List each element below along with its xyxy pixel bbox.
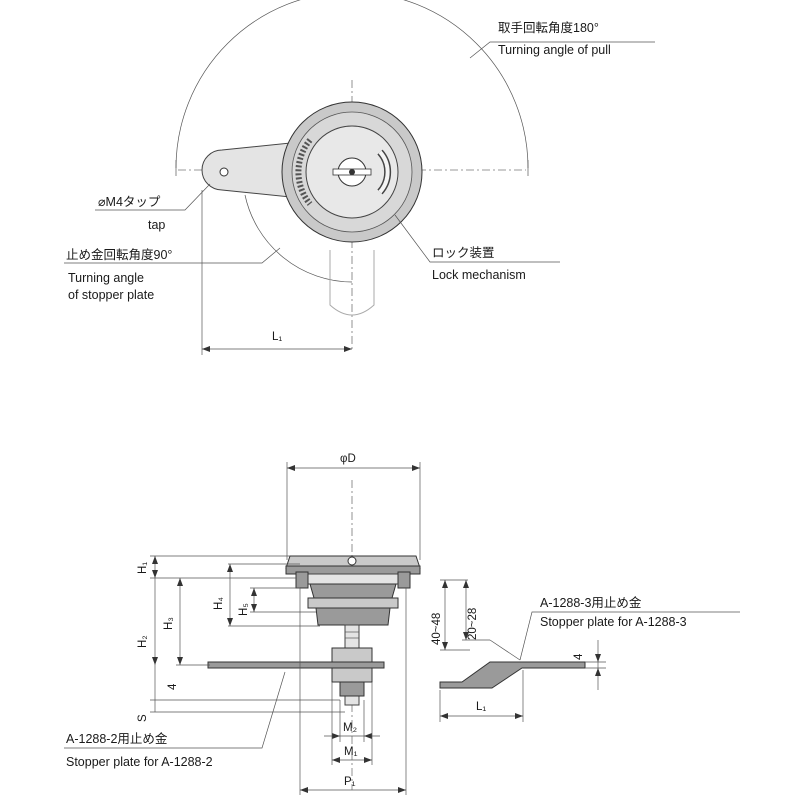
a1288-2-en: Stopper plate for A-1288-2 [66,755,213,769]
dim-h2: H₂ [137,635,149,648]
dim-4-right: 4 [573,653,585,660]
dim-phi-d: φD [340,453,356,465]
dim-20-28: 20~28 [467,608,479,640]
dim-l1-top: L₁ [272,331,282,343]
body-flange [299,573,407,585]
dim-l1-stopper: L₁ [476,701,486,713]
a1288-3-jp: A-1288-3用止め金 [540,595,642,610]
lock-jp: ロック装置 [432,246,495,260]
pull-lever [201,141,301,199]
dim-h5: H₅ [238,603,250,616]
dim-4-left: 4 [167,683,179,690]
stopper-view: 40~48 20~28 4 L₁ A-1288-3用止め金 Stopper pl… [431,579,740,722]
stopper-angle-en-2: of stopper plate [68,288,154,302]
stopper-angle-en-1: Turning angle [68,271,144,285]
stopper-plate-ghost [329,250,375,316]
stopper-angle-jp: 止め金回転角度90° [66,247,172,262]
tap-en: tap [148,218,165,232]
body-lower [315,607,391,626]
tap-jp: ⌀M4タップ [98,195,161,209]
side-view: φD H₁ H₂ [64,453,421,795]
upper-nut [331,647,373,663]
lock-en: Lock mechanism [432,268,526,282]
pull-turning-arc [175,0,529,169]
dim-s: S [137,714,149,722]
stopper-plate-a1288-3 [439,661,586,689]
lower-nut [331,667,373,683]
dim-m2: M₂ [343,722,357,734]
stopper-plate [207,661,385,669]
dim-h3: H₃ [163,617,175,630]
dim-h4: H₄ [213,597,225,610]
top-view: 取手回転角度180° Turning angle of pull ⌀M4タップ … [64,0,655,355]
stopper-turning-arc [244,194,353,283]
turning-pull-jp: 取手回転角度180° [498,20,599,35]
dim-h1: H₁ [137,562,149,574]
a1288-3-en: Stopper plate for A-1288-3 [540,615,687,629]
dim-m1: M₁ [344,746,358,758]
dim-40-48: 40~48 [431,613,443,645]
a1288-2-jp: A-1288-2用止め金 [66,731,168,746]
turning-pull-en: Turning angle of pull [498,43,611,57]
tap-hole [219,167,229,177]
dim-p1: P₁ [344,776,356,788]
